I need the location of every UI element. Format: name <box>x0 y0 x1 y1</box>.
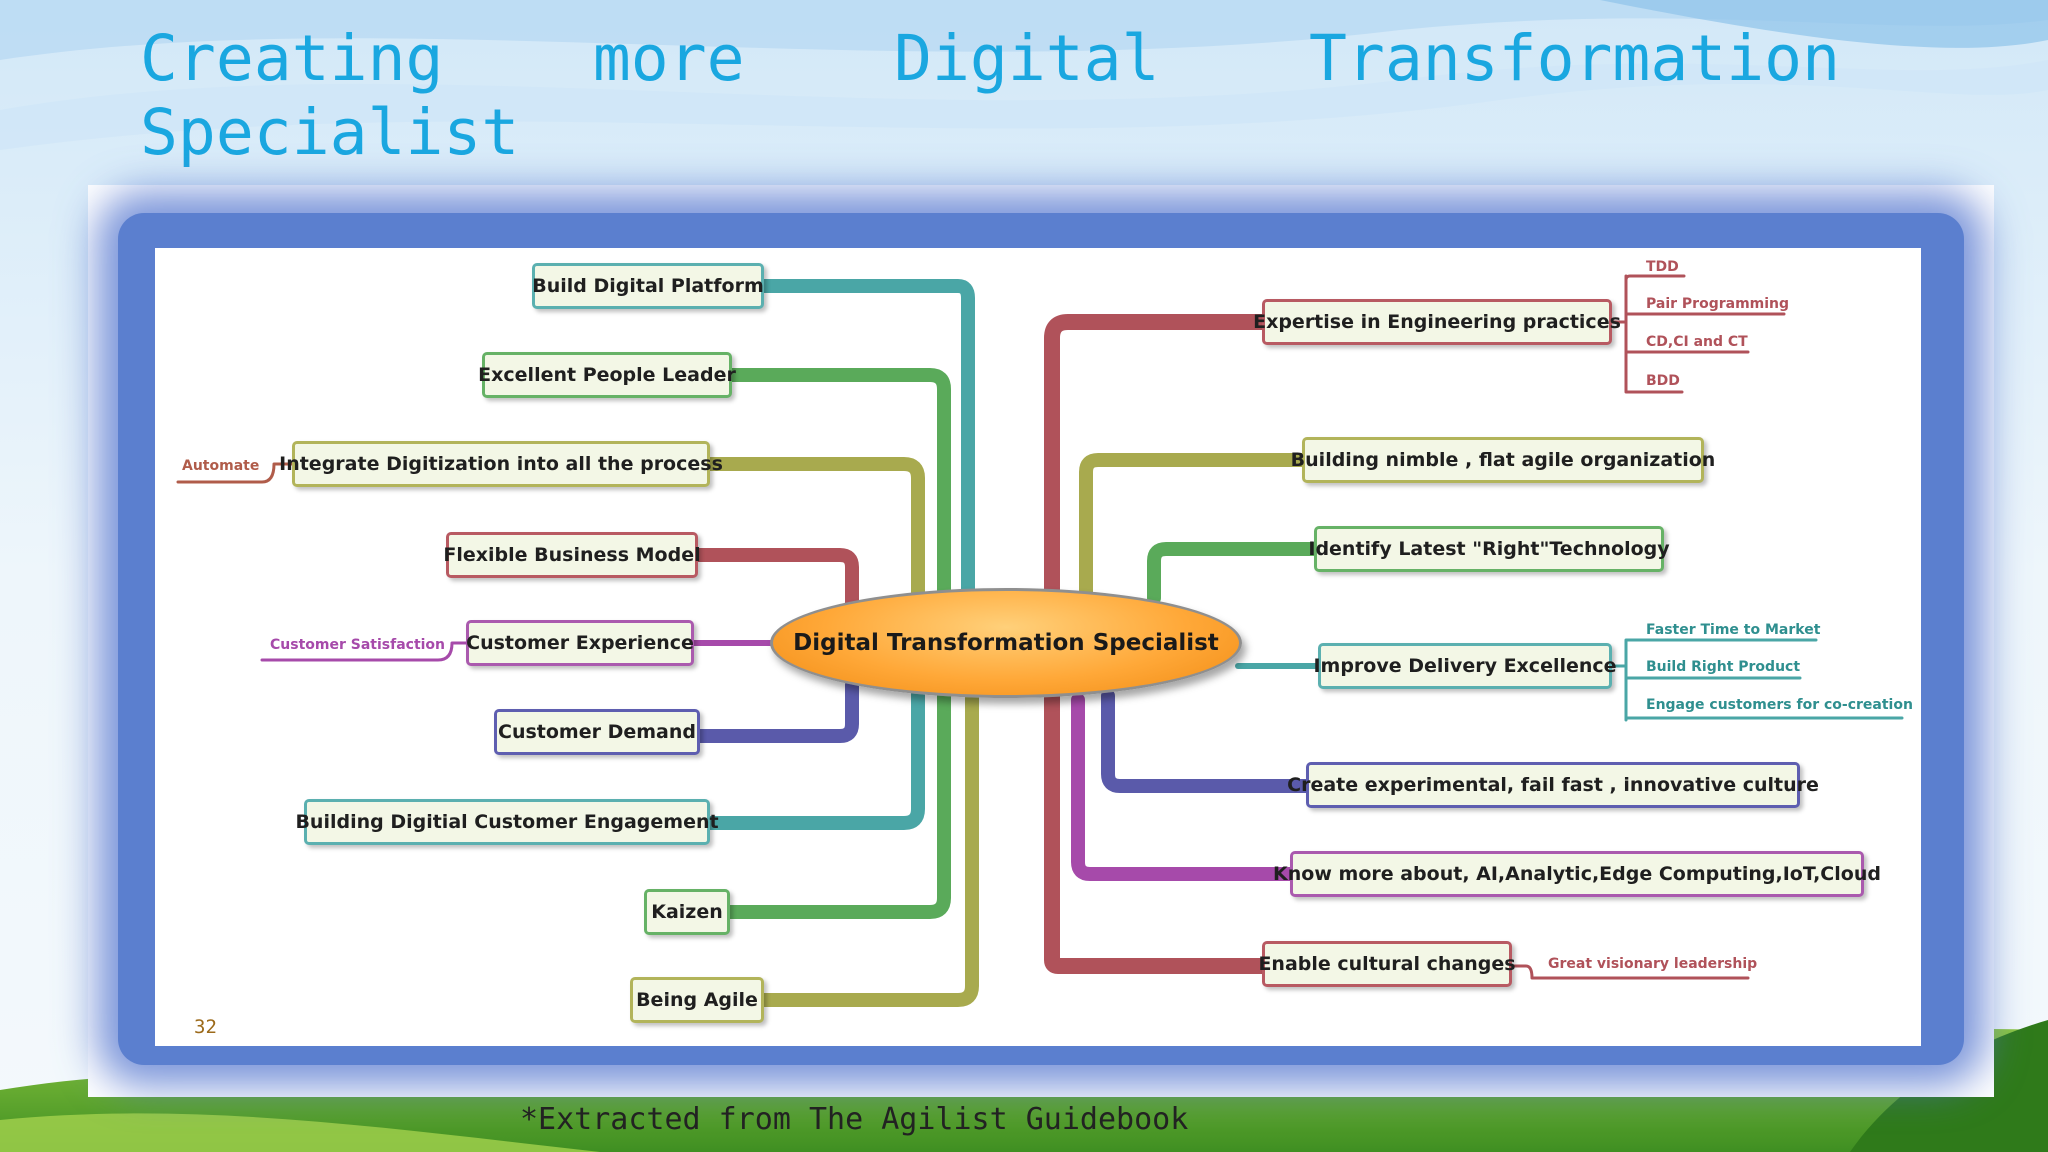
connector-integrate-digitization <box>703 457 925 607</box>
node-excellent-people-leader: Excellent People Leader <box>478 352 736 398</box>
connector-building-engagement <box>703 673 925 830</box>
node-being-agile: Being Agile <box>630 977 764 1023</box>
sub-cd-ci-ct: CD,CI and CT <box>1646 334 1748 350</box>
connector-know-more <box>1071 693 1297 881</box>
node-building-nimble-organization: Building nimble , flat agile organizatio… <box>1291 437 1715 483</box>
connector-kaizen <box>723 683 951 919</box>
sub-bdd: BDD <box>1646 373 1680 389</box>
connector-delivery-subs <box>1610 638 1904 722</box>
sub-customer-satisfaction: Customer Satisfaction <box>270 637 446 653</box>
sub-engage-customers: Engage customers for co-creation <box>1646 697 1913 713</box>
connector-automate <box>176 462 294 484</box>
connector-being-agile <box>757 683 979 1007</box>
node-flexible-business-model: Flexible Business Model <box>443 532 701 578</box>
node-identify-latest-technology: Identify Latest "Right"Technology <box>1308 526 1670 572</box>
node-improve-delivery-excellence: Improve Delivery Excellence <box>1313 643 1617 689</box>
connector-customer-demand <box>693 678 859 743</box>
connector-flexible-business-model <box>691 548 859 617</box>
connector-nimble-organization <box>1079 453 1309 603</box>
node-building-digitial-customer-engagement: Building Digitial Customer Engagement <box>295 799 719 845</box>
sub-pair-programming: Pair Programming <box>1646 296 1790 312</box>
node-build-digital-platform: Build Digital Platform <box>532 263 764 309</box>
connector-customer-satisfaction <box>260 641 468 662</box>
node-customer-experience: Customer Experience <box>466 620 694 666</box>
node-know-more-technologies: Know more about, AI,Analytic,Edge Comput… <box>1273 851 1881 897</box>
connector-build-digital-platform <box>757 279 975 627</box>
node-create-experimental-culture: Create experimental, fail fast , innovat… <box>1287 762 1819 808</box>
sub-great-visionary-leadership: Great visionary leadership <box>1548 956 1758 972</box>
central-topic: Digital Transformation Specialist <box>770 588 1242 698</box>
node-customer-demand: Customer Demand <box>494 709 700 755</box>
sub-tdd: TDD <box>1646 259 1679 275</box>
connector-engineering-subs <box>1610 274 1638 394</box>
page-number: 32 <box>194 1016 217 1038</box>
sub-automate: Automate <box>182 458 260 474</box>
slide-title: Creating more Digital Transformation Spe… <box>140 22 1840 169</box>
node-enable-cultural-changes: Enable cultural changes <box>1258 941 1516 987</box>
source-footnote: *Extracted from The Agilist Guidebook <box>520 1102 1189 1137</box>
node-kaizen: Kaizen <box>644 889 730 935</box>
connector-excellent-people-leader <box>725 368 951 619</box>
sub-faster-time-to-market: Faster Time to Market <box>1646 622 1821 638</box>
sub-build-right-product: Build Right Product <box>1646 659 1801 675</box>
connector-visionary-leadership <box>1510 964 1750 980</box>
connector-latest-technology <box>1147 542 1321 605</box>
node-expertise-engineering-practices: Expertise in Engineering practices <box>1253 299 1621 345</box>
node-integrate-digitization: Integrate Digitization into all the proc… <box>279 441 723 487</box>
connector-experimental-culture <box>1101 689 1313 793</box>
